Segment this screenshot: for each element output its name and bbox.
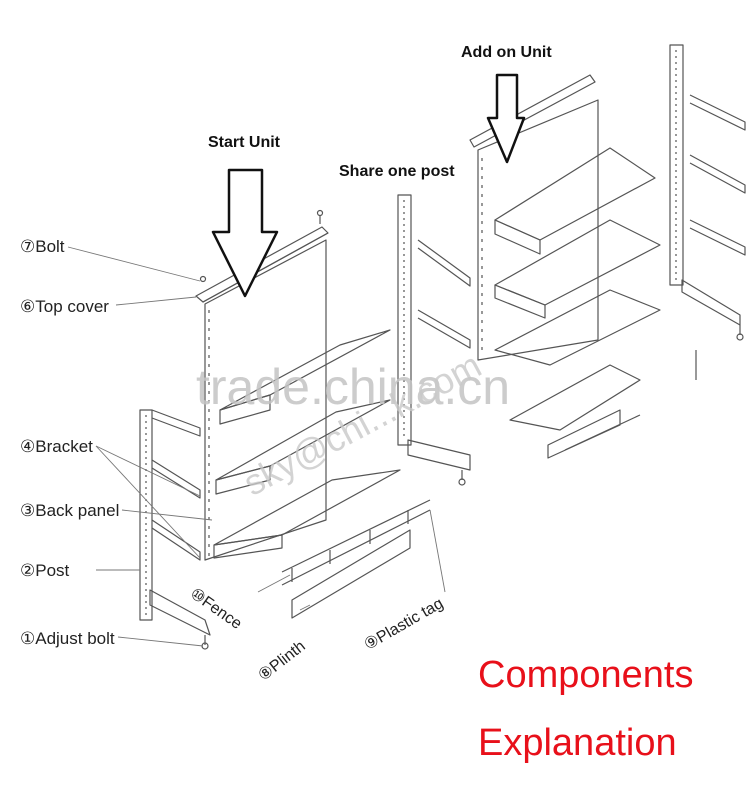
start-unit-heading: Start Unit	[208, 134, 280, 151]
shared-post-shape	[397, 194, 471, 486]
share-one-post-heading: Share one post	[339, 163, 455, 180]
add-on-unit-drawing	[397, 44, 746, 486]
bracket-label: ④Bracket	[20, 437, 93, 456]
watermark-trade-china: trade.china.cn	[196, 359, 511, 415]
plinth-shape	[291, 529, 411, 619]
bolt-shape	[199, 275, 207, 283]
top-cover-label: ⑥Top cover	[20, 297, 109, 316]
add-on-unit-heading: Add on Unit	[461, 44, 552, 61]
leader-lines	[67, 246, 446, 647]
bracket-shapes	[151, 409, 201, 561]
post-shape	[139, 409, 153, 621]
bolt-label: ⑦Bolt	[20, 237, 65, 256]
title-explanation: Explanation	[478, 722, 677, 764]
start-unit-drawing	[139, 209, 431, 650]
start-shelves	[213, 329, 401, 559]
adjust-bolt-label: ①Adjust bolt	[20, 629, 115, 648]
fence-shape	[281, 499, 431, 586]
title-components: Components	[478, 654, 694, 696]
post-label: ②Post	[20, 561, 70, 580]
start-unit-arrow	[211, 168, 279, 298]
back-panel-shape	[204, 239, 327, 561]
add-on-unit-arrow	[486, 73, 526, 164]
back-panel-label: ③Back panel	[20, 501, 120, 520]
